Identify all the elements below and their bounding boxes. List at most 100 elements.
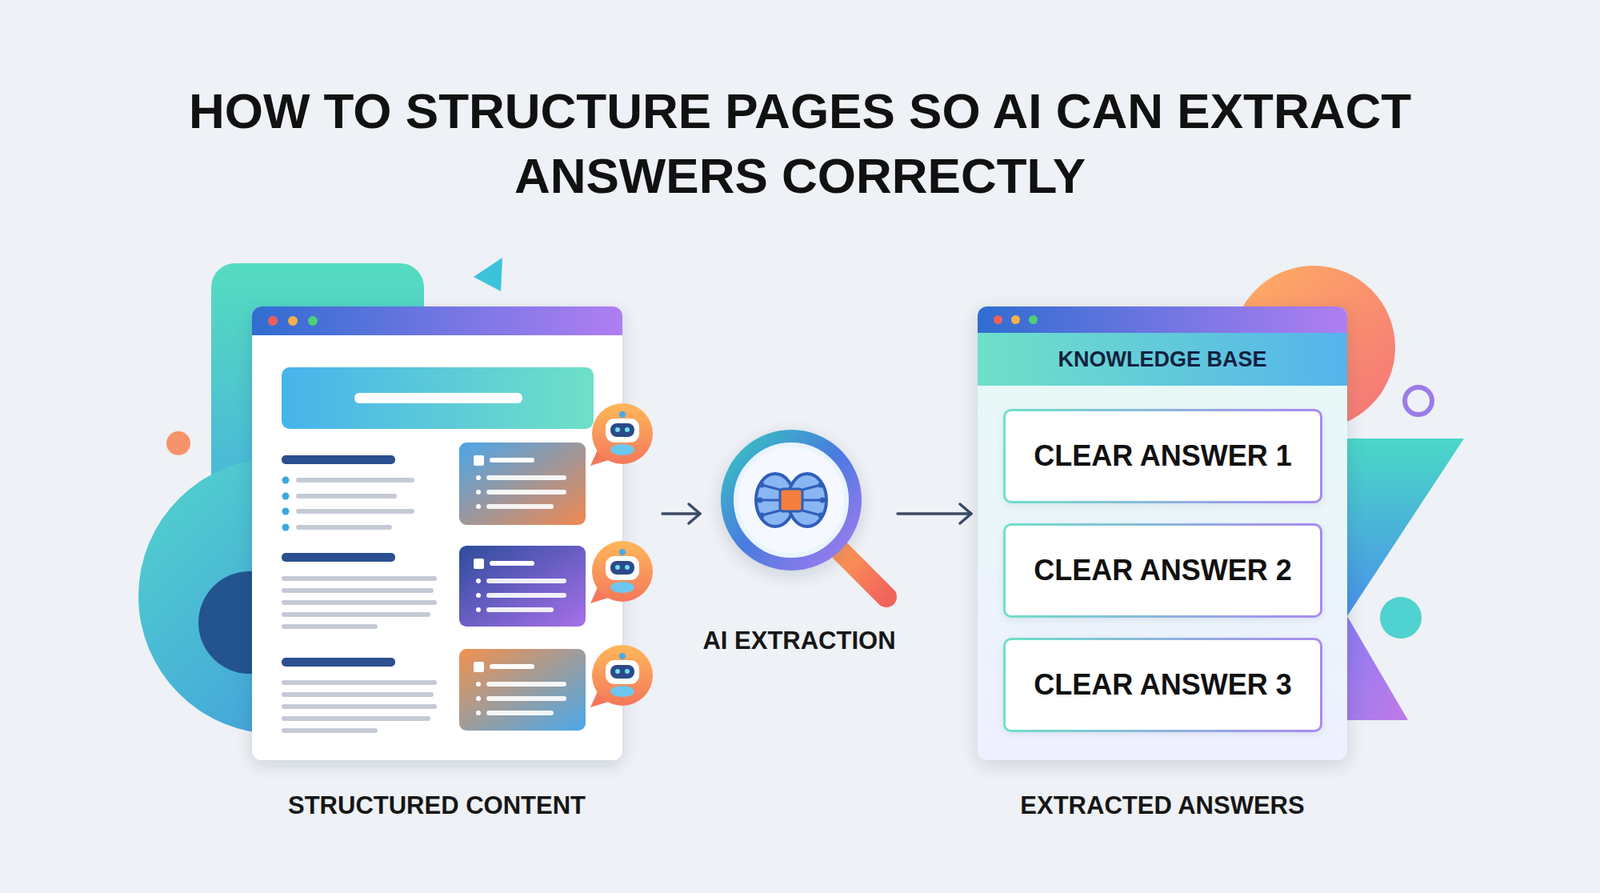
robot-antenna xyxy=(619,411,626,418)
window-bar xyxy=(252,306,623,336)
robot-body xyxy=(610,444,635,456)
text-line xyxy=(296,524,392,530)
text-line xyxy=(281,680,437,685)
card-dot xyxy=(476,592,481,598)
robot-eye xyxy=(624,668,630,674)
card-dot xyxy=(476,710,481,716)
arrow-head xyxy=(688,504,700,524)
caption-label: AI EXTRACTION xyxy=(702,626,896,656)
card-line xyxy=(489,664,535,669)
window-dot xyxy=(288,316,298,326)
arrow-shaft xyxy=(662,512,700,516)
text-line xyxy=(296,477,415,483)
browser-window xyxy=(252,306,623,760)
robot-head xyxy=(605,418,640,443)
bullet-dot xyxy=(282,524,290,532)
magnifier-handle xyxy=(838,548,887,597)
page-banner xyxy=(281,367,594,429)
robot-antenna xyxy=(619,548,626,556)
robot-bubble xyxy=(592,540,653,602)
text-line xyxy=(296,493,397,499)
answer-box: CLEAR ANSWER 2 xyxy=(1003,523,1323,618)
robot-eye xyxy=(615,427,620,432)
knowledge-base-window: KNOWLEDGE BASEEXTRACTED ANSWERSCLEAR ANS… xyxy=(977,306,1348,760)
card-line xyxy=(486,592,567,598)
content-card xyxy=(459,648,586,731)
caption-label: STRUCTURED CONTENT xyxy=(288,791,586,820)
text-line xyxy=(281,600,437,605)
magnifier-lens xyxy=(738,447,844,553)
card-dot xyxy=(476,607,481,612)
header-band-label: KNOWLEDGE BASE xyxy=(977,332,1348,386)
window-bar xyxy=(252,322,623,336)
card-line xyxy=(486,710,554,716)
circuit-node xyxy=(757,497,764,504)
card-dot xyxy=(476,578,481,584)
card-line xyxy=(486,475,567,480)
window-bar xyxy=(977,306,1348,333)
bullet-dot xyxy=(282,476,290,484)
text-line xyxy=(281,704,437,709)
bullet-dot xyxy=(282,492,290,500)
circuit-node xyxy=(818,512,824,519)
section-heading-bar xyxy=(281,455,396,464)
robot-head xyxy=(605,660,640,684)
robot-eye xyxy=(615,564,620,570)
decor-triangle xyxy=(473,257,503,292)
card-line xyxy=(486,504,554,509)
window-dot xyxy=(1011,315,1020,324)
card-dot xyxy=(476,504,481,509)
text-line xyxy=(281,576,437,581)
card-dot xyxy=(476,489,481,495)
circuit-line xyxy=(802,499,823,502)
card-line xyxy=(489,560,535,566)
card-icon xyxy=(473,661,484,672)
robot-head xyxy=(605,556,640,580)
circuit-node xyxy=(759,512,765,519)
text-line xyxy=(296,508,415,514)
text-line xyxy=(281,612,431,617)
flow-arrow xyxy=(897,504,972,524)
section-heading-bar xyxy=(281,657,396,667)
answer-label: CLEAR ANSWER 3 xyxy=(1020,668,1305,702)
text-line xyxy=(281,624,378,629)
ai-magnifier: AI EXTRACTION xyxy=(720,429,862,571)
robot-body xyxy=(610,581,635,593)
content-window: STRUCTURED CONTENT xyxy=(252,306,656,760)
card-icon xyxy=(473,558,484,569)
card-line xyxy=(486,607,554,612)
decor-ring xyxy=(1404,387,1432,415)
circuit-line xyxy=(761,484,780,490)
ai-chip xyxy=(780,488,803,512)
decor-dot xyxy=(166,431,191,456)
window-dot xyxy=(1028,315,1038,324)
section-heading-bar xyxy=(281,552,396,562)
text-line xyxy=(281,728,378,733)
robot-visor xyxy=(610,664,635,679)
arrow-shaft xyxy=(897,512,972,516)
circuit-line xyxy=(761,510,780,516)
robot-eye xyxy=(615,668,620,674)
answer-box: CLEAR ANSWER 1 xyxy=(1003,408,1323,504)
title-heading: HOW TO STRUCTURE PAGES SO AI CAN EXTRACT… xyxy=(160,78,1440,208)
card-line xyxy=(486,696,567,701)
decor-dot xyxy=(1380,596,1422,639)
robot-eye xyxy=(624,427,630,432)
card-line xyxy=(486,489,567,495)
robot-antenna xyxy=(619,652,626,660)
flow-arrow xyxy=(662,504,700,524)
text-line xyxy=(281,716,431,721)
robot-bubble xyxy=(592,644,653,706)
answer-label: CLEAR ANSWER 2 xyxy=(1020,553,1305,588)
circuit-line xyxy=(802,484,821,490)
card-dot xyxy=(476,681,481,687)
card-line xyxy=(486,681,567,687)
robot-visor xyxy=(610,560,635,575)
card-icon xyxy=(473,455,484,466)
window-dot xyxy=(308,316,318,326)
card-dot xyxy=(476,696,481,701)
circuit-line xyxy=(760,499,780,502)
card-dot xyxy=(476,475,481,480)
content-card xyxy=(459,442,586,525)
